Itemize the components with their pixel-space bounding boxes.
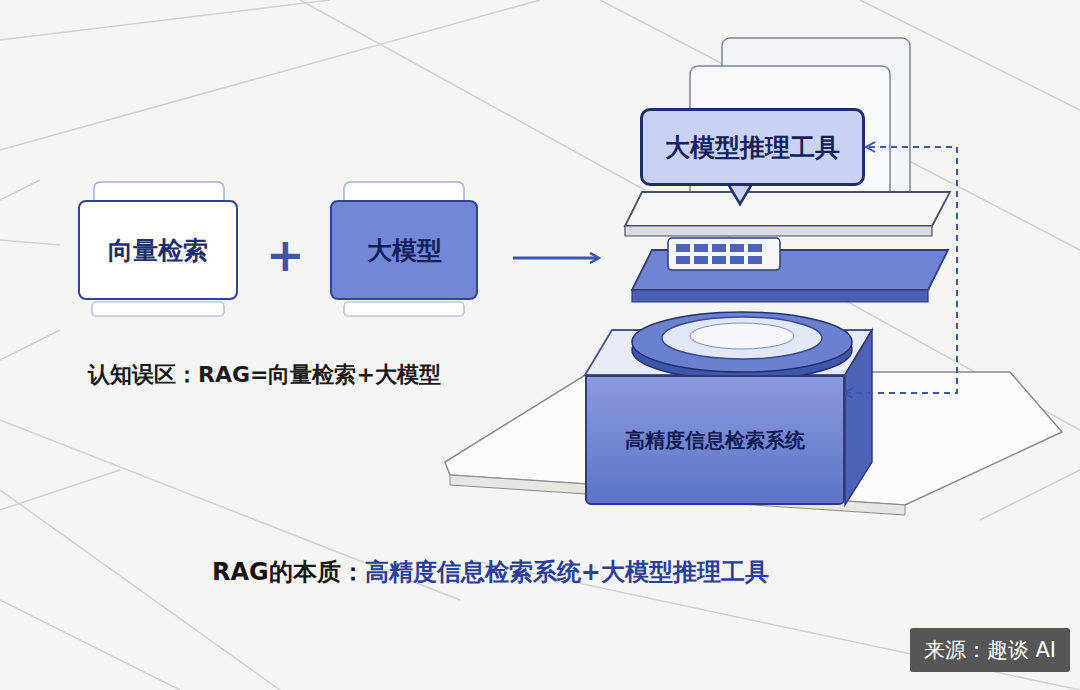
plus-sign: +: [266, 228, 305, 282]
summary-highlight: 高精度信息检索系统+大模型推理工具: [365, 556, 769, 588]
dashed-connector: [845, 147, 957, 393]
node-text: 大模型: [367, 234, 442, 267]
note-text: 认知误区：RAG=向量检索+大模型: [88, 360, 441, 390]
summary-line: RAG的本质：高精度信息检索系统+大模型推理工具: [212, 556, 769, 588]
summary-prefix: RAG的本质：: [212, 556, 365, 588]
node-text: 大模型推理工具: [665, 131, 840, 164]
source-watermark: 来源：趣谈 AI: [910, 628, 1070, 672]
speech-bubble: 大模型推理工具: [640, 108, 865, 186]
base-front-face: 高精度信息检索系统: [585, 375, 845, 505]
node-text: 高精度信息检索系统: [625, 427, 805, 454]
node-text: 向量检索: [108, 234, 208, 267]
process-box: 向量检索: [78, 200, 238, 300]
process-box: 大模型: [330, 200, 478, 300]
